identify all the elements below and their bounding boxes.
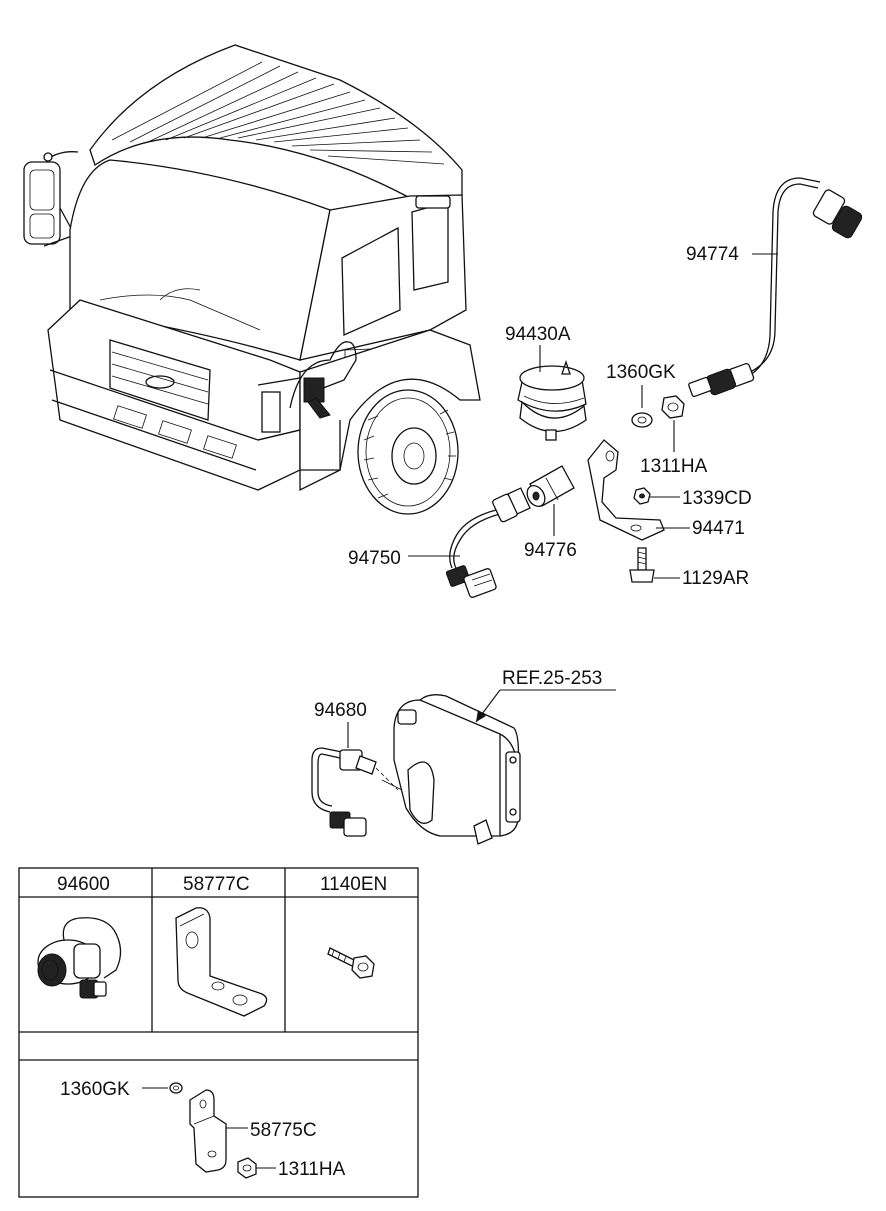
callout-58775C: 58775C [250, 1120, 317, 1141]
truck-cab-illustration [23, 44, 481, 515]
callout-1360GK-top: 1360GK [606, 362, 676, 383]
part-1360GK-washer [631, 412, 653, 428]
part-94430A-sensor [517, 359, 587, 441]
table-header-col3: 1140EN [320, 874, 387, 895]
part-1140EN-illustration [327, 947, 375, 979]
parts-table: 94600 58777C 1140EN [18, 867, 419, 1198]
callout-ref-25-253: REF.25-253 [502, 668, 602, 689]
callout-94774: 94774 [686, 244, 739, 265]
wheel-illustration [357, 389, 459, 515]
callout-1339CD: 1339CD [682, 488, 752, 509]
callout-94430A: 94430A [505, 324, 571, 345]
part-1311HA-nut [661, 395, 685, 419]
table-header-col2: 58777C [183, 874, 250, 895]
part-94600-illustration [37, 917, 122, 999]
part-94680-sensor [311, 747, 399, 837]
part-1339CD-nut [633, 487, 651, 505]
part-94750-switch [445, 487, 531, 598]
part-58777C-illustration [175, 907, 268, 1017]
part-58775C-illustration [189, 1089, 227, 1173]
callout-94750: 94750 [348, 548, 401, 569]
part-1311HA-illustration [237, 1157, 257, 1179]
mirror-illustration [23, 151, 79, 247]
part-1129AR-bolt [629, 547, 655, 583]
callout-94680: 94680 [314, 700, 367, 721]
callout-1129AR: 1129AR [682, 568, 749, 589]
part-94774-cable [688, 177, 863, 398]
reservoir-tank-illustration [381, 694, 521, 845]
callout-1360GK: 1360GK [60, 1079, 130, 1100]
callout-1311HA-top: 1311HA [640, 456, 708, 477]
part-94471-bracket [587, 439, 665, 541]
table-header-col1: 94600 [57, 874, 110, 895]
part-1360GK-illustration [169, 1082, 183, 1094]
callout-1311HA: 1311HA [278, 1159, 346, 1180]
callout-94776: 94776 [524, 540, 577, 561]
callout-94471: 94471 [692, 518, 745, 539]
part-94776-adapter [526, 465, 575, 507]
